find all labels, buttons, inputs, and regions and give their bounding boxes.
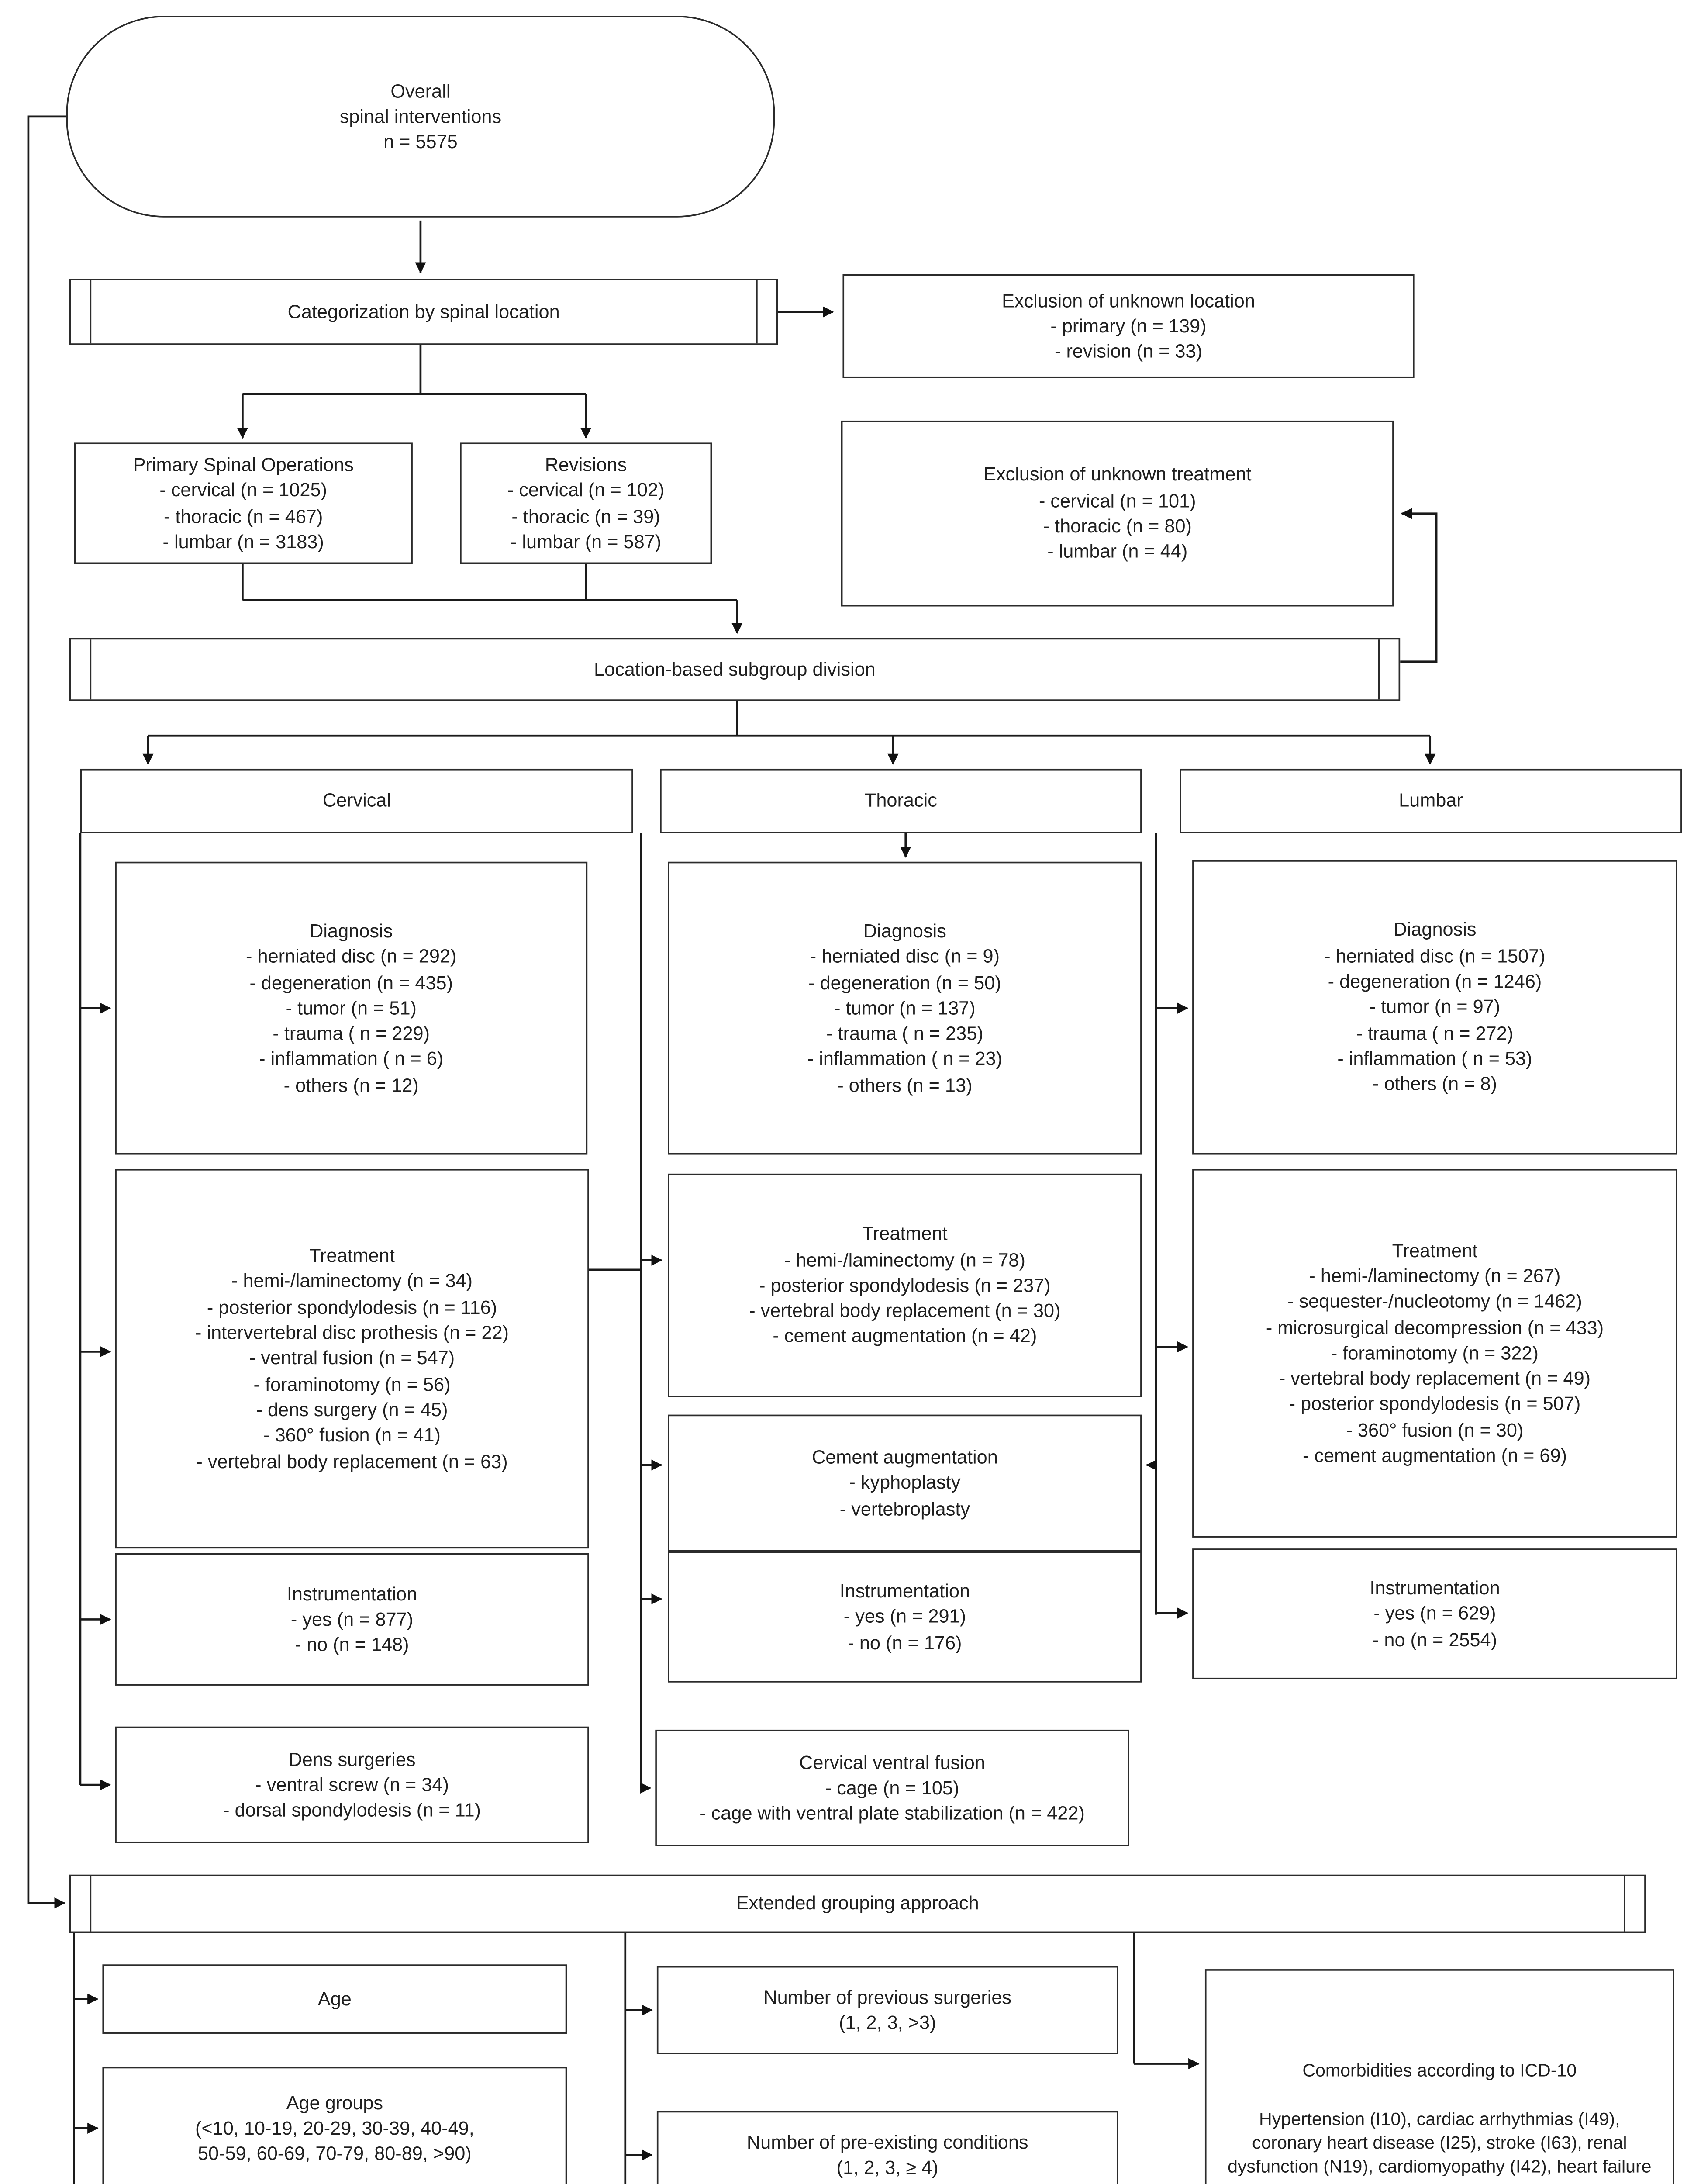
cement-augmentation-node: Cement augmentation - kyphoplasty - vert…	[668, 1414, 1142, 1552]
dens-surgeries-node: Dens surgeries - ventral screw (n = 34) …	[115, 1726, 589, 1843]
bar-end-line	[756, 280, 758, 344]
categorization-bar-label: Categorization by spinal location	[287, 301, 560, 323]
exclusion-location-node: Exclusion of unknown location - primary …	[842, 274, 1415, 378]
bar-end-line	[1624, 1876, 1625, 1932]
bar-end-line	[90, 280, 92, 344]
pre-existing-conditions-node: Number of pre-existing conditions (1, 2,…	[656, 2111, 1118, 2184]
cervical-instrumentation-node: Instrumentation - yes (n = 877) - no (n …	[115, 1553, 589, 1686]
location-division-bar: Location-based subgroup division	[69, 638, 1401, 701]
lumbar-diagnosis-node: Diagnosis - herniated disc (n = 1507) - …	[1192, 860, 1677, 1155]
primary-operations-node: Primary Spinal Operations - cervical (n …	[74, 442, 413, 564]
header-thoracic: Thoracic	[660, 768, 1142, 833]
header-lumbar: Lumbar	[1180, 768, 1682, 833]
age-groups-node: Age groups (<10, 10-19, 20-29, 30-39, 40…	[102, 2067, 567, 2184]
overall-node: Overall spinal interventions n = 5575	[66, 16, 775, 218]
cervical-treatment-node: Treatment - hemi-/laminectomy (n = 34) -…	[115, 1169, 589, 1549]
age-node: Age	[102, 1964, 567, 2034]
cervical-ventral-fusion-node: Cervical ventral fusion - cage (n = 105)…	[655, 1729, 1129, 1846]
cervical-diagnosis-node: Diagnosis - herniated disc (n = 292) - d…	[115, 861, 588, 1155]
thoracic-treatment-node: Treatment - hemi-/laminectomy (n = 78) -…	[668, 1173, 1142, 1397]
bar-end-line	[90, 1876, 92, 1932]
categorization-bar: Categorization by spinal location	[69, 279, 778, 345]
bar-end-line	[90, 639, 92, 700]
thoracic-instrumentation-node: Instrumentation - yes (n = 291) - no (n …	[668, 1552, 1142, 1683]
comorbidities-node: Comorbidities according to ICD-10 Hypert…	[1204, 1969, 1674, 2184]
extended-grouping-bar-label: Extended grouping approach	[736, 1892, 979, 1915]
location-division-bar-label: Location-based subgroup division	[593, 658, 876, 681]
header-cervical: Cervical	[80, 768, 633, 833]
revisions-node: Revisions - cervical (n = 102) - thoraci…	[460, 442, 712, 564]
previous-surgeries-node: Number of previous surgeries (1, 2, 3, >…	[656, 1966, 1118, 2054]
exclusion-treatment-node: Exclusion of unknown treatment - cervica…	[841, 420, 1394, 607]
bar-end-line	[1378, 639, 1380, 700]
thoracic-diagnosis-node: Diagnosis - herniated disc (n = 9) - deg…	[668, 861, 1142, 1155]
extended-grouping-bar: Extended grouping approach	[69, 1874, 1646, 1933]
lumbar-treatment-node: Treatment - hemi-/laminectomy (n = 267) …	[1192, 1169, 1677, 1538]
lumbar-instrumentation-node: Instrumentation - yes (n = 629) - no (n …	[1192, 1548, 1677, 1679]
